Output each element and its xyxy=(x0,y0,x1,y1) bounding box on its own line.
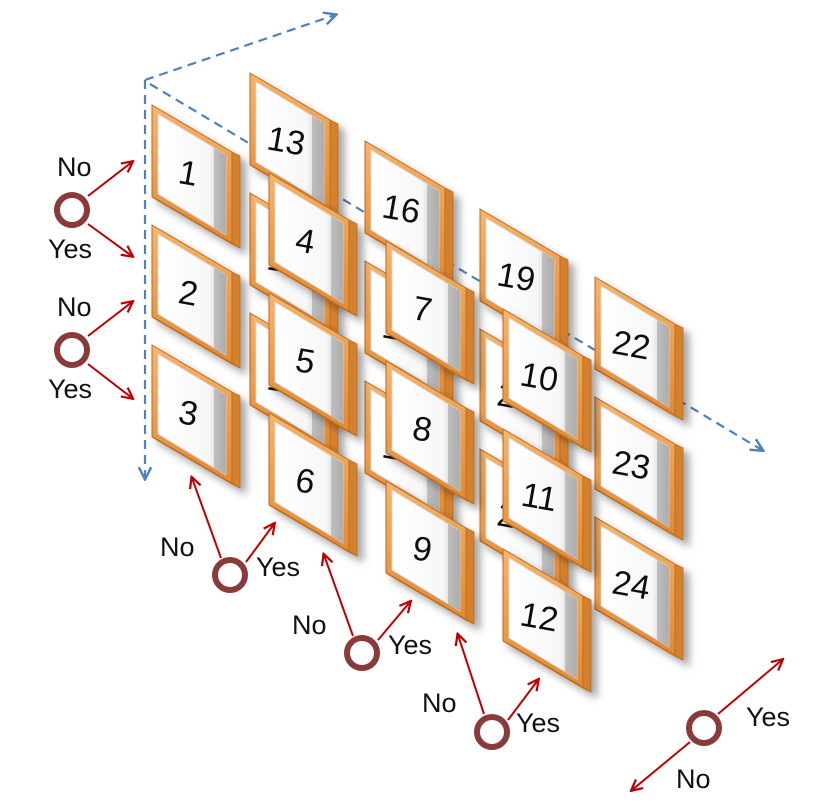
tile-5: 5 xyxy=(268,292,358,437)
tile-number: 12 xyxy=(517,596,561,640)
no-label: No xyxy=(422,688,457,718)
tiles-layer: 131415123161718456192021789222324101112 xyxy=(151,72,684,693)
no-arrow xyxy=(87,162,132,197)
yes-arrow xyxy=(245,524,274,563)
tile-19: 19 xyxy=(479,208,569,353)
tile-number: 23 xyxy=(609,444,653,488)
no-arrow xyxy=(192,478,222,559)
tile-10: 10 xyxy=(502,308,592,453)
decision-node-6: No Yes xyxy=(632,660,790,794)
tile-number: 22 xyxy=(609,324,653,368)
tile-7: 7 xyxy=(385,240,475,385)
yes-arrow xyxy=(507,680,538,721)
tile-24: 24 xyxy=(594,516,684,661)
tile-1: 1 xyxy=(151,104,241,249)
decision-circle xyxy=(54,192,90,228)
yes-label: Yes xyxy=(388,630,432,660)
tile-3: 3 xyxy=(151,344,241,489)
tile-number: 13 xyxy=(264,120,308,164)
tile-number: 10 xyxy=(517,356,561,400)
yes-label: Yes xyxy=(746,702,790,732)
tile-23: 23 xyxy=(594,396,684,541)
tile-number: 16 xyxy=(379,188,423,232)
no-label: No xyxy=(292,610,327,640)
tile-4: 4 xyxy=(268,172,358,317)
decision-circle xyxy=(54,332,90,368)
no-label: No xyxy=(160,532,195,562)
no-label: No xyxy=(57,152,92,182)
tile-number: 24 xyxy=(609,564,653,608)
tile-number: 19 xyxy=(494,256,538,300)
yes-arrow xyxy=(87,363,132,398)
tile-13: 13 xyxy=(249,72,339,217)
axis-depth xyxy=(144,15,335,82)
tile-8: 8 xyxy=(385,360,475,505)
tile-6: 6 xyxy=(268,412,358,557)
yes-arrow xyxy=(87,223,132,256)
decision-circle xyxy=(344,635,380,671)
decision-circle xyxy=(474,714,510,750)
axis-group xyxy=(145,15,762,478)
no-arrow xyxy=(87,302,132,337)
yes-label: Yes xyxy=(48,234,92,264)
no-label: No xyxy=(676,764,711,794)
yes-label: Yes xyxy=(256,552,300,582)
yes-arrow xyxy=(717,660,782,715)
tile-9: 9 xyxy=(385,480,475,625)
no-label: No xyxy=(57,292,92,322)
decision-circle xyxy=(686,710,722,746)
no-arrow xyxy=(324,555,354,637)
decision-circle xyxy=(212,557,248,593)
no-arrow xyxy=(458,635,485,715)
yes-arrow xyxy=(377,602,410,641)
no-arrow xyxy=(632,741,691,790)
yes-label: Yes xyxy=(516,708,560,738)
yes-label: Yes xyxy=(48,374,92,404)
tile-11: 11 xyxy=(502,428,592,573)
tile-2: 2 xyxy=(151,224,241,369)
tile-12: 12 xyxy=(502,548,592,693)
tile-number: 11 xyxy=(518,476,559,520)
tile-22: 22 xyxy=(594,276,684,421)
